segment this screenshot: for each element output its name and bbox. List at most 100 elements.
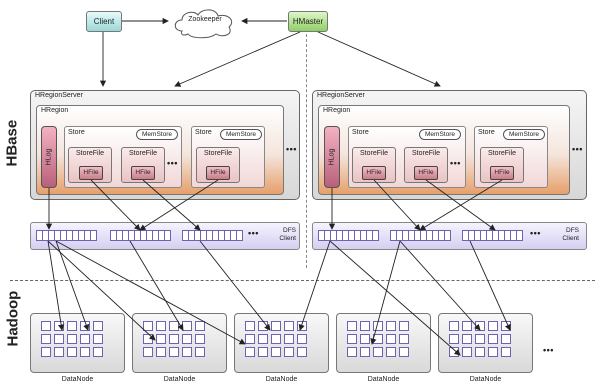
connection-arrow bbox=[174, 31, 301, 87]
more-blocks-ellipsis: ••• bbox=[248, 228, 259, 238]
dfs-block-group bbox=[36, 230, 97, 241]
datanode-block bbox=[182, 334, 192, 344]
datanode-block bbox=[360, 321, 370, 331]
store-label: Store bbox=[195, 129, 212, 136]
datanode-block bbox=[41, 321, 51, 331]
client-label: Client bbox=[93, 17, 115, 26]
datanode-block bbox=[475, 347, 485, 357]
hlog-label: HLog bbox=[328, 148, 336, 166]
hbase-label: HBase bbox=[3, 119, 21, 167]
dfs-block-group bbox=[462, 230, 523, 241]
zookeeper-label: Zookeeper bbox=[188, 16, 222, 23]
datanode-block bbox=[156, 321, 166, 331]
datanode-block bbox=[245, 347, 255, 357]
more-stores-ellipsis: ••• bbox=[572, 144, 583, 154]
memstore: MemStore bbox=[136, 129, 178, 140]
datanode-block bbox=[449, 321, 459, 331]
hlog-2: HLog bbox=[324, 126, 340, 188]
datanode-block-grid bbox=[347, 321, 409, 357]
datanode-block bbox=[67, 321, 77, 331]
datanode-block bbox=[67, 334, 77, 344]
datanode-block bbox=[449, 347, 459, 357]
hfile: HFile bbox=[131, 166, 155, 180]
storefile: StoreFile bbox=[404, 147, 448, 183]
datanode-block bbox=[373, 347, 383, 357]
dfs-label-line1: DFS bbox=[283, 227, 296, 234]
datanode-block bbox=[501, 334, 511, 344]
dfs-label-line2: Client bbox=[562, 235, 579, 242]
datanode-block bbox=[284, 321, 294, 331]
datanode-block bbox=[258, 334, 268, 344]
dfs-block-group bbox=[182, 230, 243, 241]
datanode-block bbox=[488, 334, 498, 344]
memstore: MemStore bbox=[503, 129, 545, 140]
datanode-block bbox=[258, 347, 268, 357]
datanode-block bbox=[195, 321, 205, 331]
datanode-block bbox=[399, 321, 409, 331]
datanode-block bbox=[41, 334, 51, 344]
hlog-label: HLog bbox=[45, 148, 53, 166]
dfs-block bbox=[90, 230, 97, 241]
hlog-1: HLog bbox=[41, 126, 57, 188]
datanode-block bbox=[41, 347, 51, 357]
datanode-label: DataNode bbox=[61, 376, 94, 383]
dfs-block-group bbox=[110, 230, 171, 241]
datanode-block bbox=[449, 334, 459, 344]
server-divider bbox=[306, 34, 307, 268]
region-server-title: HRegionServer bbox=[35, 92, 83, 99]
datanode-block bbox=[399, 334, 409, 344]
memstore: MemStore bbox=[220, 129, 262, 140]
datanode-block bbox=[156, 334, 166, 344]
datanode bbox=[30, 313, 125, 373]
datanode-block bbox=[182, 347, 192, 357]
hadoop-label: Hadoop bbox=[4, 290, 22, 347]
datanode-block bbox=[156, 347, 166, 357]
datanode-block bbox=[93, 321, 103, 331]
datanode-block bbox=[462, 347, 472, 357]
client-node[interactable]: Client bbox=[86, 11, 122, 32]
hfile: HFile bbox=[206, 166, 230, 180]
datanode-block bbox=[54, 321, 64, 331]
more-stores-ellipsis: ••• bbox=[286, 144, 297, 154]
hfile: HFile bbox=[79, 166, 103, 180]
datanode-block bbox=[169, 347, 179, 357]
datanode-block bbox=[195, 334, 205, 344]
more-datanodes-ellipsis: ••• bbox=[543, 345, 554, 355]
datanode-block bbox=[80, 321, 90, 331]
datanode-block bbox=[258, 321, 268, 331]
datanode bbox=[132, 313, 227, 373]
datanode-block bbox=[284, 334, 294, 344]
datanode-block bbox=[143, 321, 153, 331]
datanode-block bbox=[347, 334, 357, 344]
hfile: HFile bbox=[362, 166, 386, 180]
datanode-block bbox=[169, 334, 179, 344]
storefile-label: StoreFile bbox=[203, 150, 232, 157]
datanode-label: DataNode bbox=[469, 376, 502, 383]
storefile-label: StoreFile bbox=[411, 150, 440, 157]
datanode-block bbox=[360, 347, 370, 357]
datanode bbox=[438, 313, 533, 373]
datanode-block bbox=[488, 347, 498, 357]
more-storefiles-ellipsis: ••• bbox=[167, 158, 178, 168]
datanode-block bbox=[182, 321, 192, 331]
datanode-block-grid bbox=[143, 321, 205, 357]
dfs-client-label: DFS Client bbox=[262, 227, 296, 243]
storefile: StoreFile bbox=[68, 147, 112, 183]
dfs-block-group bbox=[318, 230, 379, 241]
storefile-label: StoreFile bbox=[75, 150, 104, 157]
hmaster-node[interactable]: HMaster bbox=[288, 11, 328, 32]
store-label: Store bbox=[352, 129, 369, 136]
layer-divider bbox=[10, 280, 595, 281]
datanode-block bbox=[360, 334, 370, 344]
datanode-block bbox=[475, 321, 485, 331]
storefile-label: StoreFile bbox=[128, 150, 157, 157]
datanode-block bbox=[169, 321, 179, 331]
datanode-block bbox=[271, 347, 281, 357]
datanode-block bbox=[245, 321, 255, 331]
hfile: HFile bbox=[414, 166, 438, 180]
datanode-block bbox=[284, 347, 294, 357]
store-label: Store bbox=[68, 129, 85, 136]
datanode-block bbox=[386, 347, 396, 357]
datanode-block bbox=[399, 347, 409, 357]
datanode-block bbox=[195, 347, 205, 357]
